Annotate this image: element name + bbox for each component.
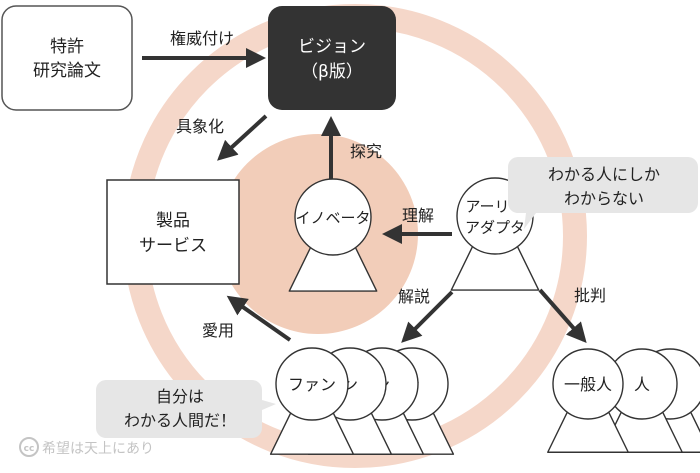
fan-person-1-head xyxy=(275,347,349,421)
early-adopter-person-label-2: アダプタ xyxy=(465,219,525,237)
general-person-1-label: 一般人 xyxy=(564,375,612,394)
label-criticize: 批判 xyxy=(574,286,606,305)
fan-person-1-label: ファン xyxy=(288,375,336,394)
label-love: 愛用 xyxy=(202,321,234,340)
general-person-1-head xyxy=(552,348,624,420)
innovator-person-label: イノベータ xyxy=(295,209,370,227)
callout-i-understand: 自分は わかる人間だ！ xyxy=(96,380,276,438)
vision-label-1: ビジョン xyxy=(298,37,366,57)
license-mark: cc 希望は天上にあり xyxy=(19,437,154,457)
label-explain: 解説 xyxy=(398,287,430,306)
cc-icon xyxy=(19,437,39,457)
vision-label-2: （β版） xyxy=(301,62,363,82)
people-layer: 人人一般人ンンンファンイノベータアーリーアダプタ xyxy=(269,177,700,455)
callout-only-understood-line1: わかる人にしか xyxy=(548,165,660,184)
product-label-2: サービス xyxy=(139,236,207,256)
callout-only-understood: わかる人にしか わからない xyxy=(508,157,698,229)
license-text: 希望は天上にあり xyxy=(42,441,154,457)
patent-label-2: 研究論文 xyxy=(33,61,101,81)
product-label-1: 製品 xyxy=(156,211,190,231)
innovator-person-head xyxy=(294,178,372,256)
label-authority: 権威付け xyxy=(170,29,234,48)
arrow-love xyxy=(226,295,292,342)
callout-i-understand-line2: わかる人間だ！ xyxy=(124,411,236,430)
patent-label-1: 特許 xyxy=(50,37,84,57)
general-person-1: 一般人 xyxy=(547,348,629,453)
callout-i-understand-line1: 自分は xyxy=(156,387,204,406)
vision-box xyxy=(268,6,396,110)
fan-person-1: ファン xyxy=(269,347,355,455)
label-materialize: 具象化 xyxy=(176,117,224,136)
patent-box xyxy=(1,5,133,111)
label-explore: 探究 xyxy=(350,142,382,161)
arrow-materialize xyxy=(217,114,268,161)
product-box xyxy=(106,179,240,285)
arrow-criticize xyxy=(538,288,587,344)
cc-icon-label: cc xyxy=(24,444,35,454)
label-understand: 理解 xyxy=(402,206,434,225)
general-person-2-label: 人 xyxy=(634,375,650,394)
arrow-explain xyxy=(401,290,454,343)
innovator-person: イノベータ xyxy=(288,178,378,292)
callout-only-understood-line2: わからない xyxy=(564,189,644,208)
